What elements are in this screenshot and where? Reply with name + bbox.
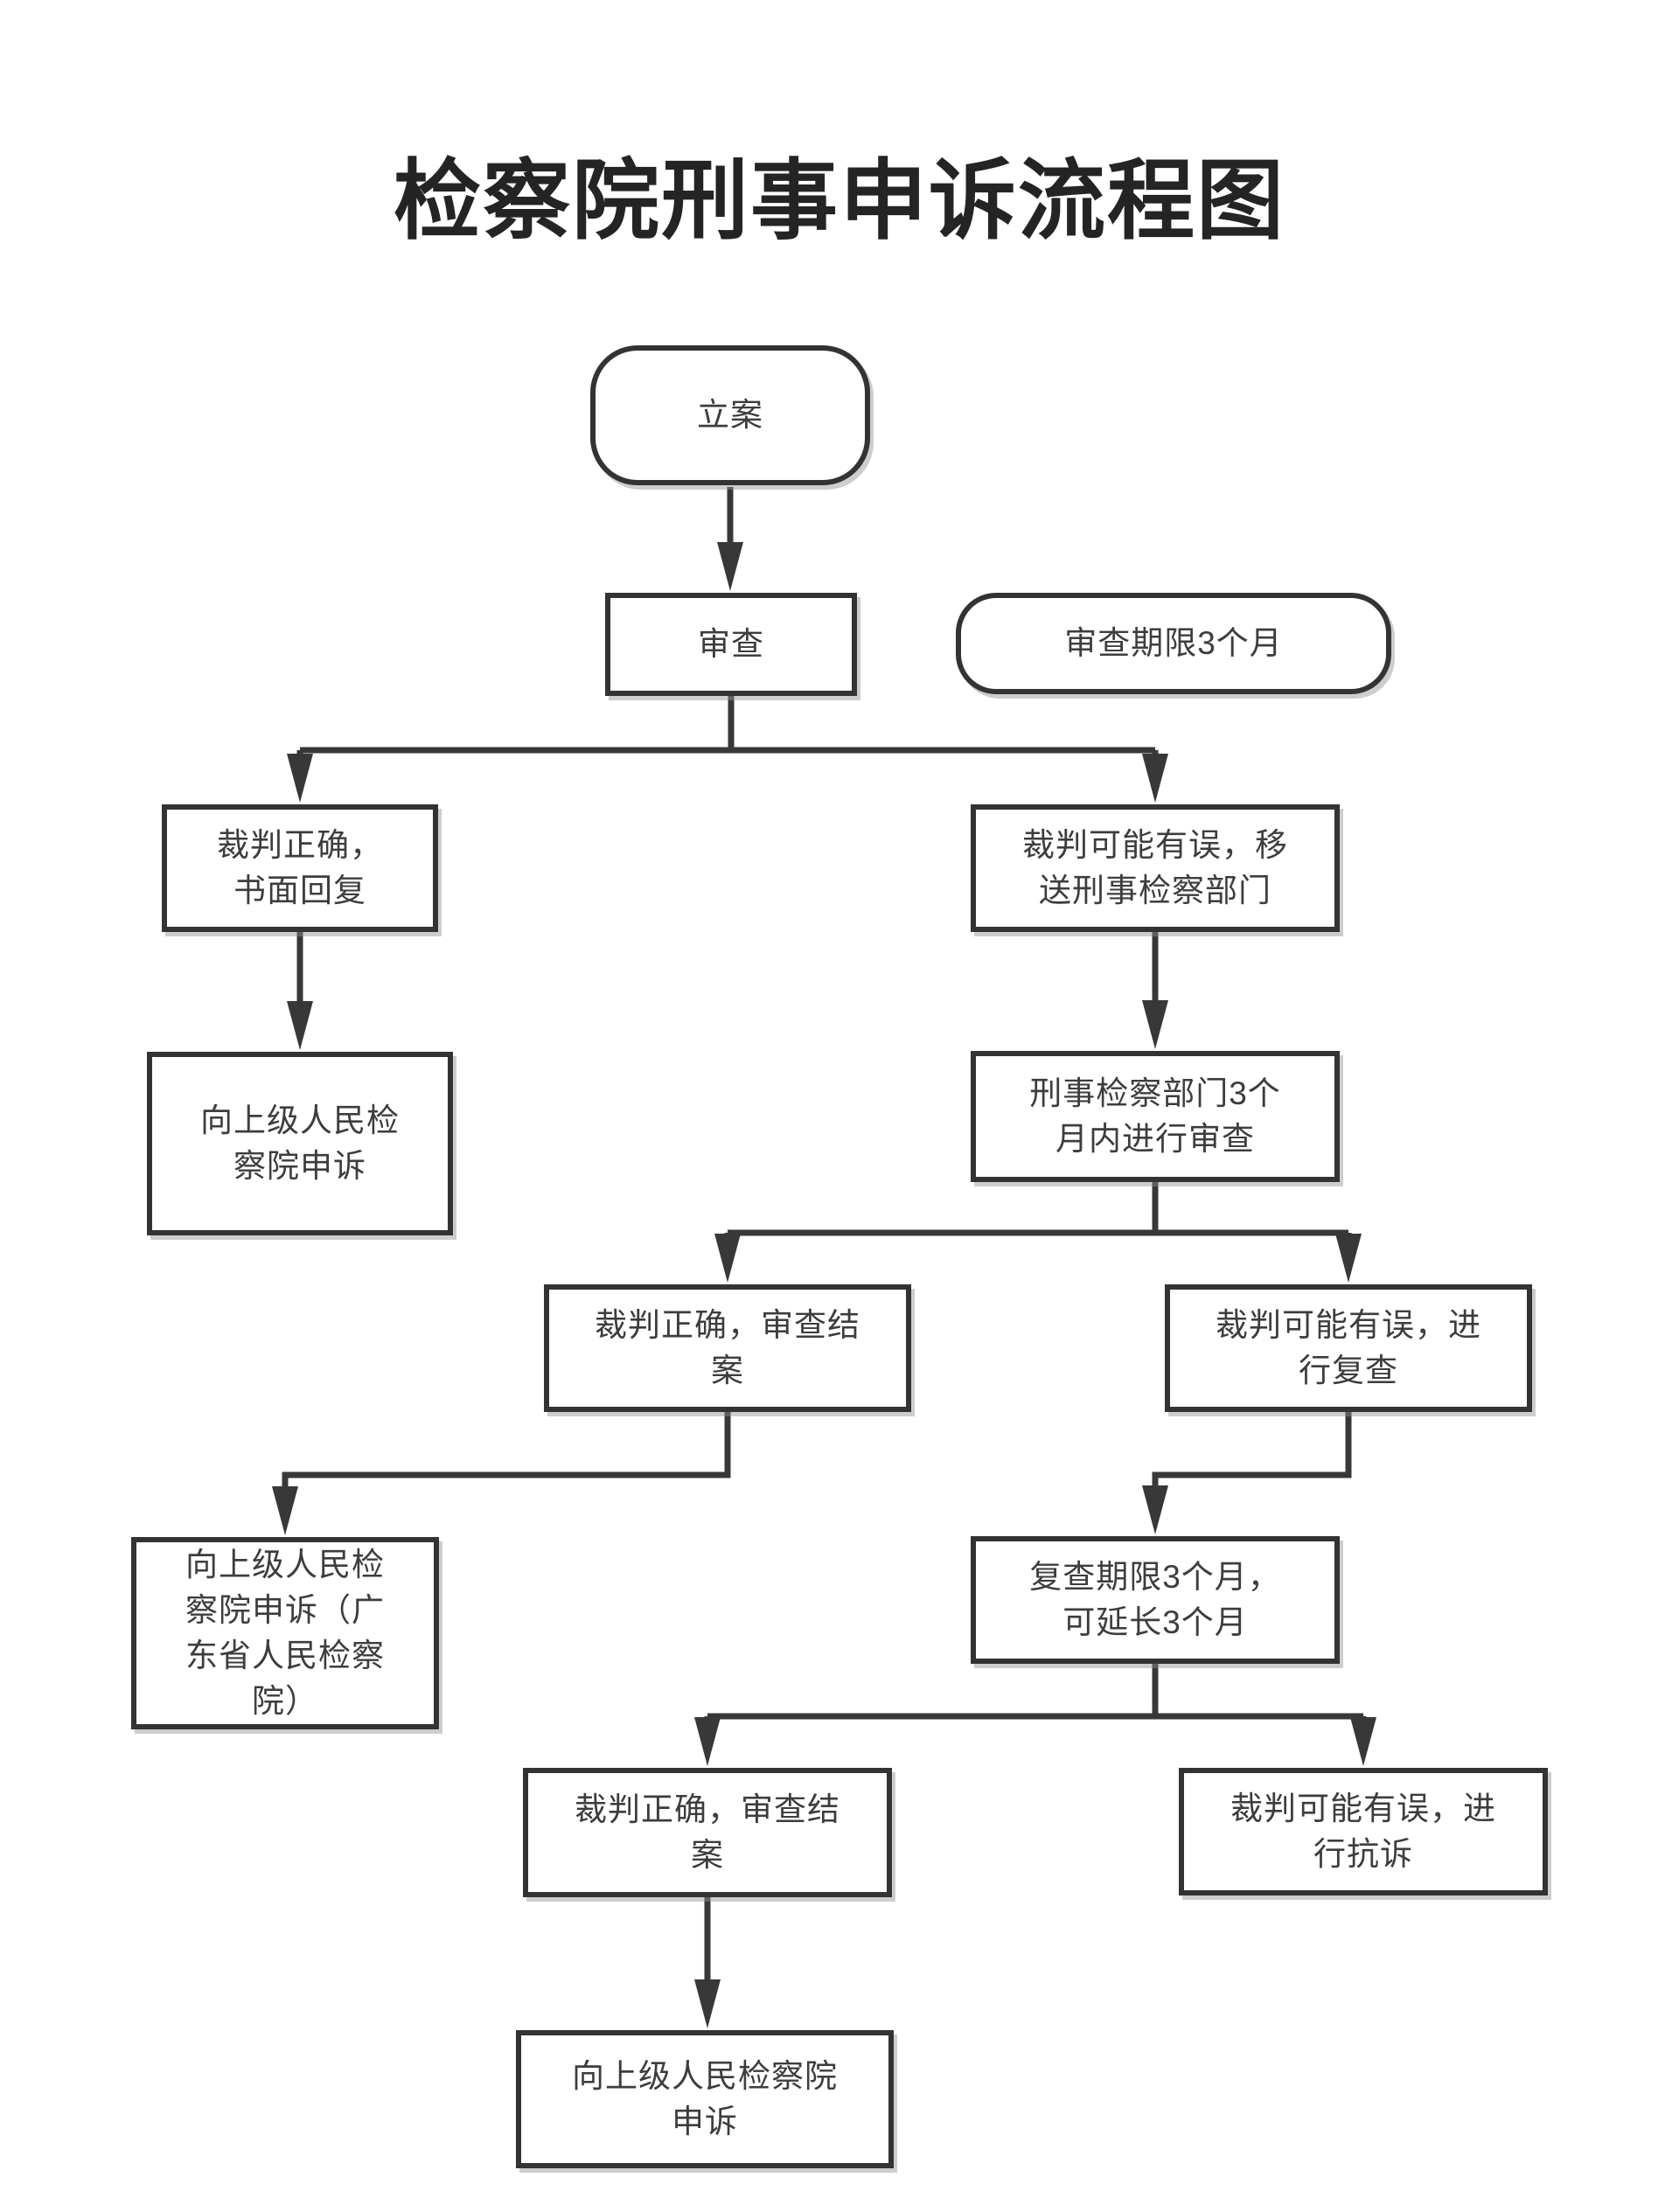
arrowhead-into-review	[717, 542, 743, 591]
connector-review-branch	[296, 696, 1159, 764]
node-judgment-correct-written-reply: 裁判正确， 书面回复	[162, 804, 438, 932]
connector-close1-to-guangdong	[282, 1412, 731, 1499]
arrowhead-into-wrong-protest	[1350, 1717, 1376, 1766]
node-appeal-to-higher-procuratorate-1: 向上级人民检 察院申诉	[147, 1052, 453, 1235]
node-dept-review-label: 刑事检察部门3个 月内进行审查	[1029, 1075, 1281, 1157]
arrowhead-into-recheck-period	[1142, 1485, 1168, 1534]
arrowhead-into-appeal-guangdong	[272, 1486, 298, 1535]
arrowhead-into-appeal-higher-1	[287, 1001, 313, 1050]
node-judgment-wrong-recheck: 裁判可能有误，进 行复查	[1165, 1284, 1532, 1412]
node-criminal-dept-review-3-months: 刑事检察部门3个 月内进行审查	[971, 1051, 1340, 1182]
node-judgment-correct-close-case-1: 裁判正确，审查结 案	[544, 1284, 911, 1412]
arrowhead-into-dept-review	[1142, 1000, 1168, 1049]
page-title: 检察院刑事申诉流程图	[394, 152, 1285, 250]
node-correct-close-1-label: 裁判正确，审查结 案	[595, 1307, 860, 1388]
node-appeal-higher-2-label: 向上级人民检察院 申诉	[572, 2058, 838, 2139]
node-review-period-note: 审查期限3个月	[956, 593, 1391, 694]
node-wrong-protest-label: 裁判可能有误，进 行抗诉	[1230, 1791, 1496, 1872]
node-correct-close-2-label: 裁判正确，审查结 案	[575, 1791, 840, 1873]
node-appeal-to-higher-procuratorate-2: 向上级人民检察院 申诉	[516, 2030, 894, 2168]
node-appeal-higher-1-label: 向上级人民检 察院申诉	[200, 1103, 400, 1184]
connector-dept-branch	[724, 1182, 1352, 1247]
node-review-period-label: 审查期限3个月	[1064, 625, 1283, 661]
node-judgment-wrong-protest: 裁判可能有误，进 行抗诉	[1179, 1768, 1548, 1896]
node-appeal-guangdong-procuratorate: 向上级人民检 察院申诉（广 东省人民检察 院）	[131, 1537, 439, 1729]
node-appeal-guangdong-label: 向上级人民检 察院申诉（广 东省人民检察 院）	[185, 1547, 385, 1719]
connector-period-branch	[704, 1664, 1367, 1730]
arrowhead-into-wrong-recheck	[1335, 1234, 1362, 1283]
connector-recheck-to-period	[1152, 1412, 1352, 1498]
arrowhead-into-correct-close-2	[694, 1717, 721, 1766]
arrowhead-into-wrong-transfer	[1142, 754, 1168, 803]
node-wrong-transfer-label: 裁判可能有误，移 送刑事检察部门	[1022, 827, 1288, 908]
arrowhead-into-correct-reply	[287, 754, 313, 803]
node-correct-reply-label: 裁判正确， 书面回复	[217, 827, 383, 908]
node-review: 审查	[605, 593, 857, 696]
node-judgment-wrong-transfer-dept: 裁判可能有误，移 送刑事检察部门	[971, 804, 1340, 932]
node-case-filing: 立案	[590, 345, 870, 485]
node-judgment-correct-close-case-2: 裁判正确，审查结 案	[523, 1768, 892, 1897]
node-review-label: 审查	[698, 626, 764, 662]
node-recheck-period-3-months: 复查期限3个月， 可延长3个月	[971, 1536, 1340, 1664]
arrowhead-into-correct-close-1	[714, 1234, 741, 1283]
arrowhead-into-appeal-higher-2	[694, 1979, 721, 2028]
node-recheck-period-label: 复查期限3个月， 可延长3个月	[1029, 1559, 1281, 1640]
node-wrong-recheck-label: 裁判可能有误，进 行复查	[1216, 1307, 1481, 1388]
node-case-filing-label: 立案	[697, 397, 763, 433]
